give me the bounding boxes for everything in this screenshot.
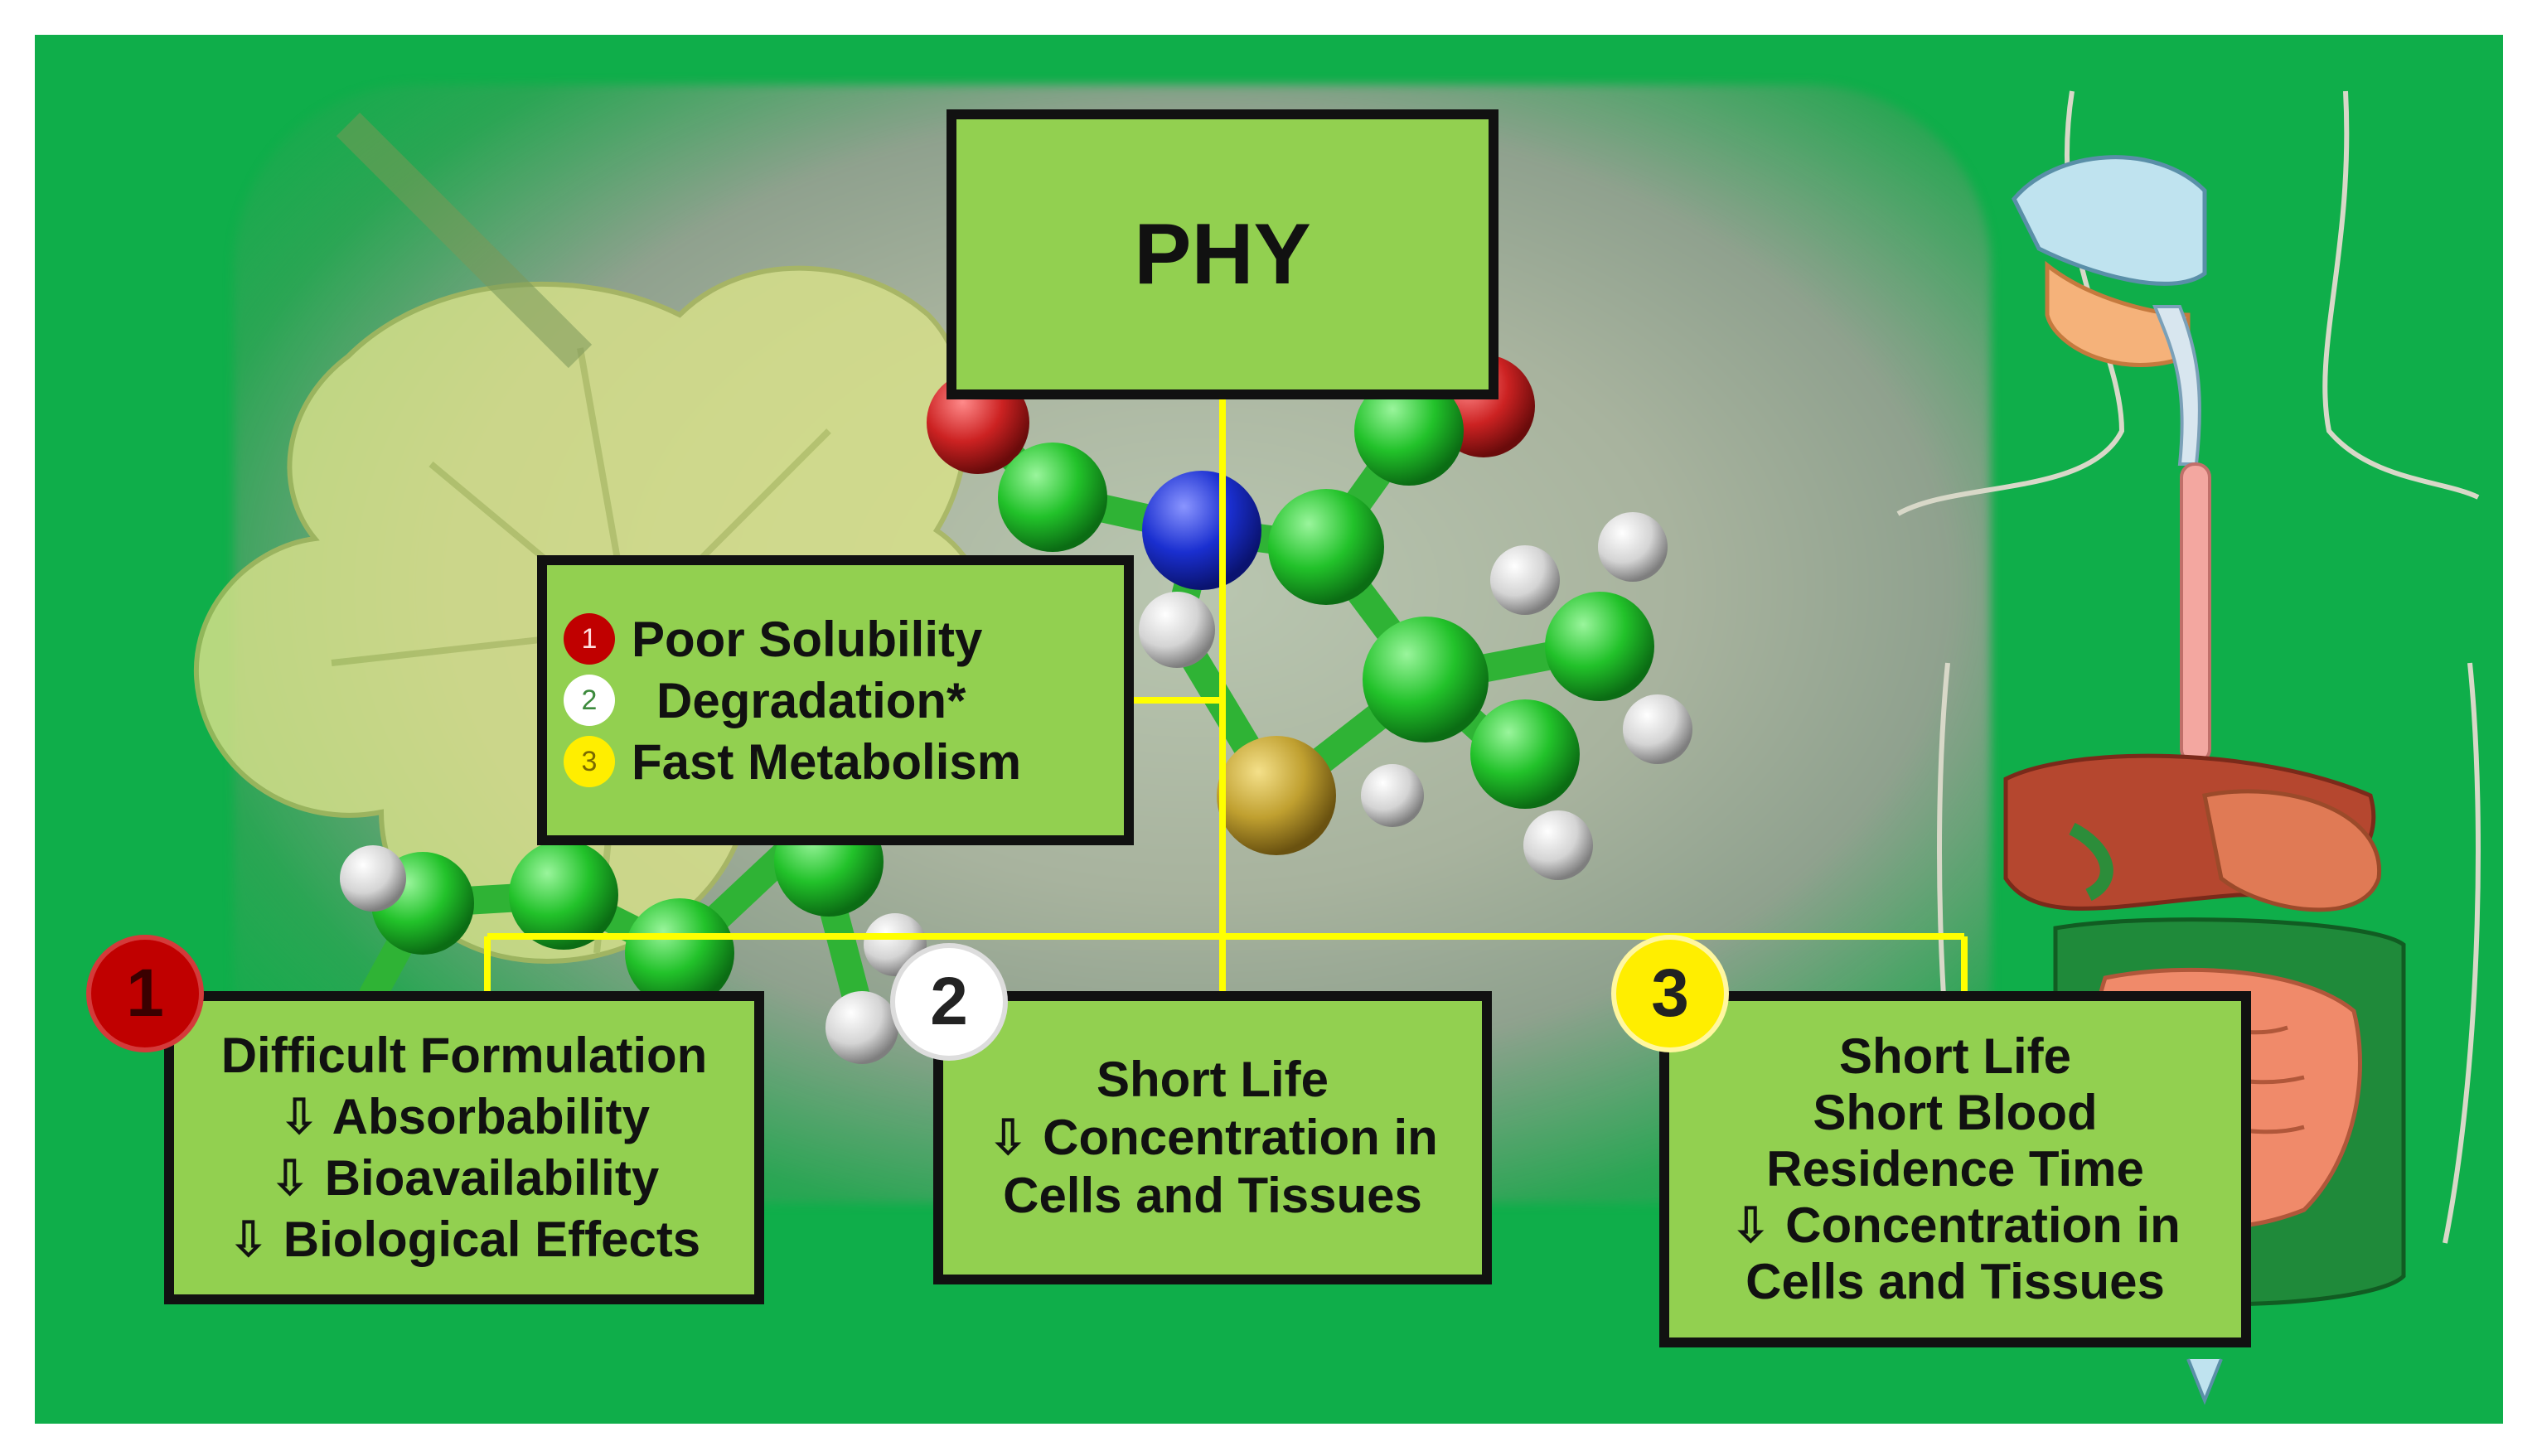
- effect-line: Short Life: [1097, 1052, 1329, 1107]
- problem-item: 2 Degradation*: [564, 670, 966, 731]
- effect-line: Residence Time: [1766, 1141, 2144, 1197]
- problem-label: Poor Solubility: [632, 611, 983, 667]
- effect-line: ⇩ Absorbability: [278, 1089, 651, 1144]
- effect-line: Short Life: [1839, 1028, 2071, 1084]
- effect-box-metabolism: Short Life Short Blood Residence Time ⇩ …: [1659, 991, 2251, 1347]
- number-badge-2-icon: 2: [890, 943, 1008, 1061]
- problem-item: 3 Fast Metabolism: [564, 731, 1021, 792]
- problems-box: 1 Poor Solubility 2 Degradation* 3 Fast …: [537, 555, 1134, 845]
- problem-item: 1 Poor Solubility: [564, 608, 982, 670]
- phy-title-box: PHY: [947, 109, 1498, 399]
- effect-line: ⇩ Concentration in: [1730, 1197, 2181, 1253]
- effect-line: ⇩ Concentration in: [987, 1110, 1438, 1165]
- effect-line: ⇩ Biological Effects: [227, 1212, 701, 1267]
- problem-label: Degradation*: [656, 672, 966, 728]
- effect-line: Cells and Tissues: [1745, 1254, 2165, 1309]
- phy-title: PHY: [1134, 206, 1311, 302]
- effect-line: Short Blood: [1813, 1085, 2098, 1140]
- effect-line: Cells and Tissues: [1003, 1168, 1422, 1223]
- number-3-icon: 3: [564, 736, 615, 787]
- connector-lines: [484, 399, 1968, 991]
- effect-box-degradation: Short Life ⇩ Concentration in Cells and …: [933, 991, 1492, 1284]
- number-1-icon: 1: [564, 613, 615, 665]
- effect-line: Difficult Formulation: [220, 1028, 708, 1083]
- effect-line: ⇩ Bioavailability: [269, 1150, 660, 1206]
- number-2-icon: 2: [564, 675, 615, 726]
- number-badge-1-icon: 1: [86, 935, 204, 1052]
- effect-box-solubility: Difficult Formulation ⇩ Absorbability ⇩ …: [164, 991, 764, 1304]
- problem-label: Fast Metabolism: [632, 733, 1022, 790]
- number-badge-3-icon: 3: [1611, 935, 1729, 1052]
